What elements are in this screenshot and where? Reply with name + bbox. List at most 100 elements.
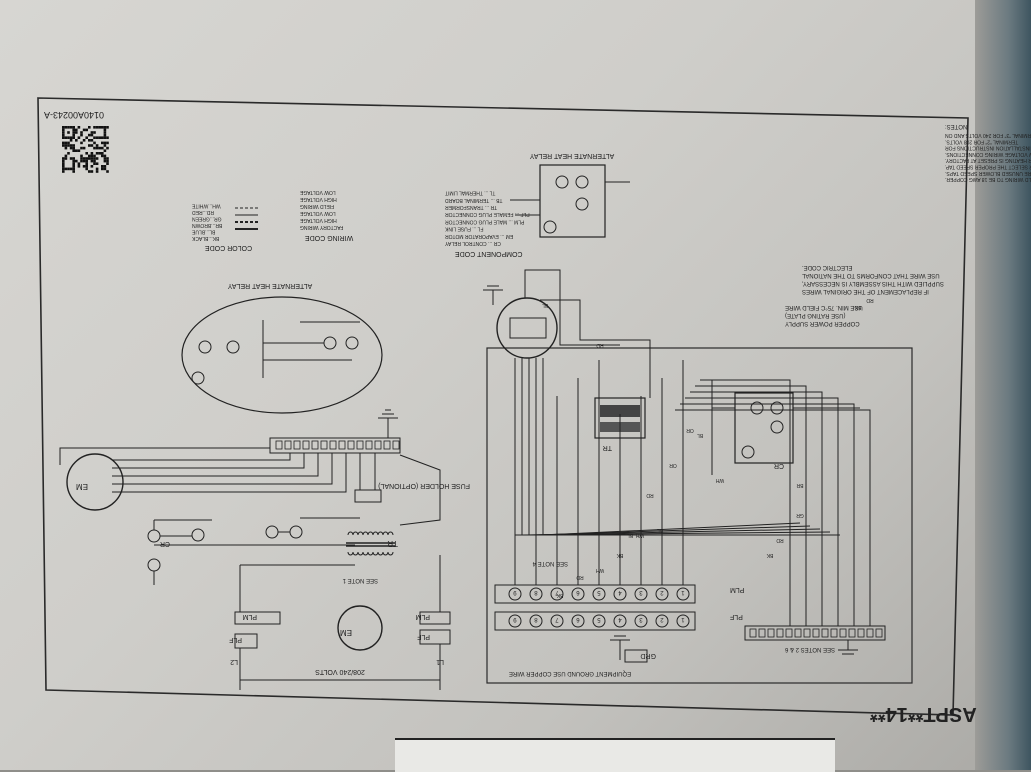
motor-plug [509,317,547,339]
wire-color-label: BK [854,304,861,310]
note-line: 3. SPEED TAP FOR HEATING IS PRESET AT FA… [945,157,1031,163]
strip-terminal [347,440,355,450]
qr-cell [103,144,107,147]
wiring-code-title: WIRING CODE [305,234,354,241]
coil-turn [372,531,379,536]
terminal-circle [613,587,627,601]
qr-cell [98,146,101,150]
strip-terminal [293,440,301,450]
qr-cell [82,146,86,150]
qr-cell [93,159,96,163]
terminal-circle [543,220,557,234]
qr-cell [77,165,81,168]
component-code-item: FL ... FUSE LINK [444,226,483,232]
coil-turn [387,531,394,536]
qr-cell [72,162,75,165]
qr-cell [69,136,73,139]
strip-terminal [821,628,829,638]
wire-color-label: WH [595,567,604,573]
fuse-holder-label: FUSE HOLDER (OPTIONAL) [378,482,470,489]
coil-turn [372,551,379,556]
plf-box [234,633,258,649]
component-code-title: COMPONENT CODE [455,250,523,257]
wire [112,453,347,493]
note-line: 5. BROWN AND WHITE WIRES ARE UNUSED BLOW… [945,170,1031,176]
terminal-circle [634,614,648,628]
terminal-number: 3 [639,616,643,622]
qr-cell [82,139,86,142]
wire-color-label: RD [576,574,584,580]
replacement-note-line: IF REPLACEMENT OF THE ORIGINAL WIRES [802,288,929,294]
color-code-item: RD...RED [192,209,214,215]
left-wire-bundle [112,453,376,585]
terminal-circle [345,336,359,350]
qr-cell [72,131,75,134]
see-note-4: SEE NOTE 4 [532,560,568,566]
color-code-item: GR...GREEN [192,216,222,222]
qr-cell [64,154,68,158]
qr-cell [80,159,83,163]
wire [680,403,855,626]
relay-ellipse [181,296,383,414]
strip-terminal [839,628,847,638]
wire [685,397,839,626]
qr-cell [93,154,96,158]
qr-cell [75,139,78,142]
coil-turn [387,551,394,556]
qr-cell [98,136,101,139]
terminal-circle [550,587,564,601]
copper-note-line: USE MIN. 75°C FIELD WIRE [785,304,863,310]
strip-terminal [848,628,856,638]
qr-cell [62,159,65,163]
qr-cell [67,152,70,155]
wire-color-label: BL [627,532,633,538]
terminal-circle [676,614,690,628]
qr-cell [93,141,96,145]
strip-terminal [302,440,310,450]
qr-cell [80,157,83,160]
relay-box [539,164,606,238]
qr-cell [98,152,101,155]
qr-cell [77,162,81,165]
strip-terminal [284,440,292,450]
wire [524,269,620,346]
wire [690,391,823,626]
qr-cell [90,154,94,158]
qr-cell [62,144,65,147]
copper-note-line: (USE RATING PLATE) [785,312,845,318]
notes-block: NOTES:1. RED WIRES TO BE ON TRANSFORMER … [945,123,1031,182]
qr-cell [90,159,94,163]
coil-turn [382,551,389,556]
wire-color-label: GR [796,512,804,518]
tr-label: TR [603,444,612,451]
terminal-circle [191,528,205,542]
coil-turn [362,531,369,536]
terminal-circle [770,420,784,434]
qr-cell [103,136,107,139]
qr-cell [90,152,94,155]
page-edge [975,0,1031,770]
qr-cell [106,146,109,150]
line-label-l2: L2 [230,658,238,665]
qr-cell [72,126,75,129]
qr-cell [103,131,107,134]
motor-label: EM [76,482,88,491]
qr-cell [72,149,75,152]
qr-cell [103,157,107,160]
qr-cell [75,159,78,163]
terminal-circle [323,336,337,350]
strip-terminal [785,628,793,638]
strip-terminal [383,440,391,450]
qr-cell [95,146,99,150]
copper-note-line: COPPER POWER SUPPLY [785,320,860,326]
strip-terminal [758,628,766,638]
motor-circle [496,297,558,359]
strip-terminal [311,440,319,450]
wire-color-label: OR [669,462,677,468]
qr-cell [103,167,107,171]
fuse [354,489,382,503]
qr-cell [90,165,94,168]
qr-cell [88,126,91,129]
qr-cell [103,133,107,137]
wire-color-label: WH [635,532,644,538]
